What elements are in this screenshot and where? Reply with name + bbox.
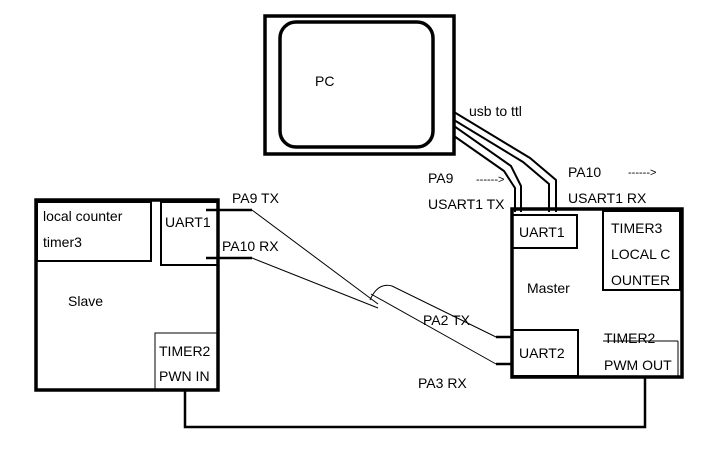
master-uart2-label: UART2: [519, 345, 565, 361]
master-pa10-arrow: ------>: [628, 167, 656, 179]
master-timer3-line1: TIMER3: [611, 220, 663, 236]
master-uart1-label: UART1: [519, 224, 565, 240]
master-pa2-tx-label: PA2 TX: [423, 312, 471, 328]
master-timer3-box: [602, 210, 681, 291]
master-uart2-box: [511, 329, 579, 377]
usb-to-ttl-cable: usb to ttl: [453, 103, 557, 212]
link-pa9-to-cross: [251, 209, 379, 305]
pc-label: PC: [315, 73, 334, 89]
master-pa9-arrow: ------>: [476, 174, 504, 186]
slave-timer2-box: [154, 332, 219, 391]
master-usart1-rx-label: USART1 RX: [568, 190, 647, 206]
master-label: Master: [527, 280, 570, 296]
pwm-wire: [183, 377, 647, 429]
master-frame: [510, 207, 684, 379]
slave-frame: [34, 198, 220, 392]
master-timer3-line2: LOCAL C: [611, 246, 670, 262]
master-pa10-label: PA10: [568, 164, 601, 180]
master-timer2-line2: PWM OUT: [604, 357, 672, 373]
link-pa10-to-cross: [251, 257, 379, 309]
slave-pa9-tx-label: PA9 TX: [232, 190, 280, 206]
pc-screen: [278, 20, 435, 149]
slave-pa10-rx-label: PA10 RX: [222, 238, 279, 254]
usb-cable-line-a: [453, 125, 522, 212]
slave-local-counter-line1: local counter: [43, 208, 123, 224]
slave-timer2-line2: PWN IN: [159, 368, 210, 384]
master-usart1-tx-label: USART1 TX: [428, 196, 505, 212]
link-cross-to-pa3: [370, 293, 497, 365]
slave-board: local counter timer3 UART1 TIMER2 PWN IN…: [34, 198, 220, 392]
usb-cable-line-b: [453, 135, 516, 212]
slave-label: Slave: [68, 293, 103, 309]
usb-cable-line-d: [453, 119, 550, 212]
master-pa9-label: PA9: [428, 170, 454, 186]
slave-local-counter-box: [36, 201, 152, 262]
master-board: UART1 TIMER3 LOCAL C OUNTER Master UART2…: [510, 207, 684, 379]
slave-local-counter-line2: timer3: [43, 234, 82, 250]
master-timer2-line1: TIMER2: [604, 330, 656, 346]
pc-monitor: PC: [263, 14, 456, 156]
slave-uart1-label: UART1: [165, 214, 211, 230]
usb-to-ttl-label: usb to ttl: [469, 103, 522, 119]
uart-link-lines: [251, 209, 497, 365]
slave-timer2-line1: TIMER2: [159, 343, 211, 359]
master-pa3-rx-label: PA3 RX: [418, 375, 467, 391]
slave-uart1-box: [160, 201, 219, 266]
master-uart1-box: [511, 214, 578, 249]
link-cross-to-pa2: [369, 284, 497, 338]
pc-frame: [263, 14, 456, 156]
usb-cable-line-c: [453, 111, 557, 212]
master-timer3-line3: OUNTER: [611, 272, 670, 288]
